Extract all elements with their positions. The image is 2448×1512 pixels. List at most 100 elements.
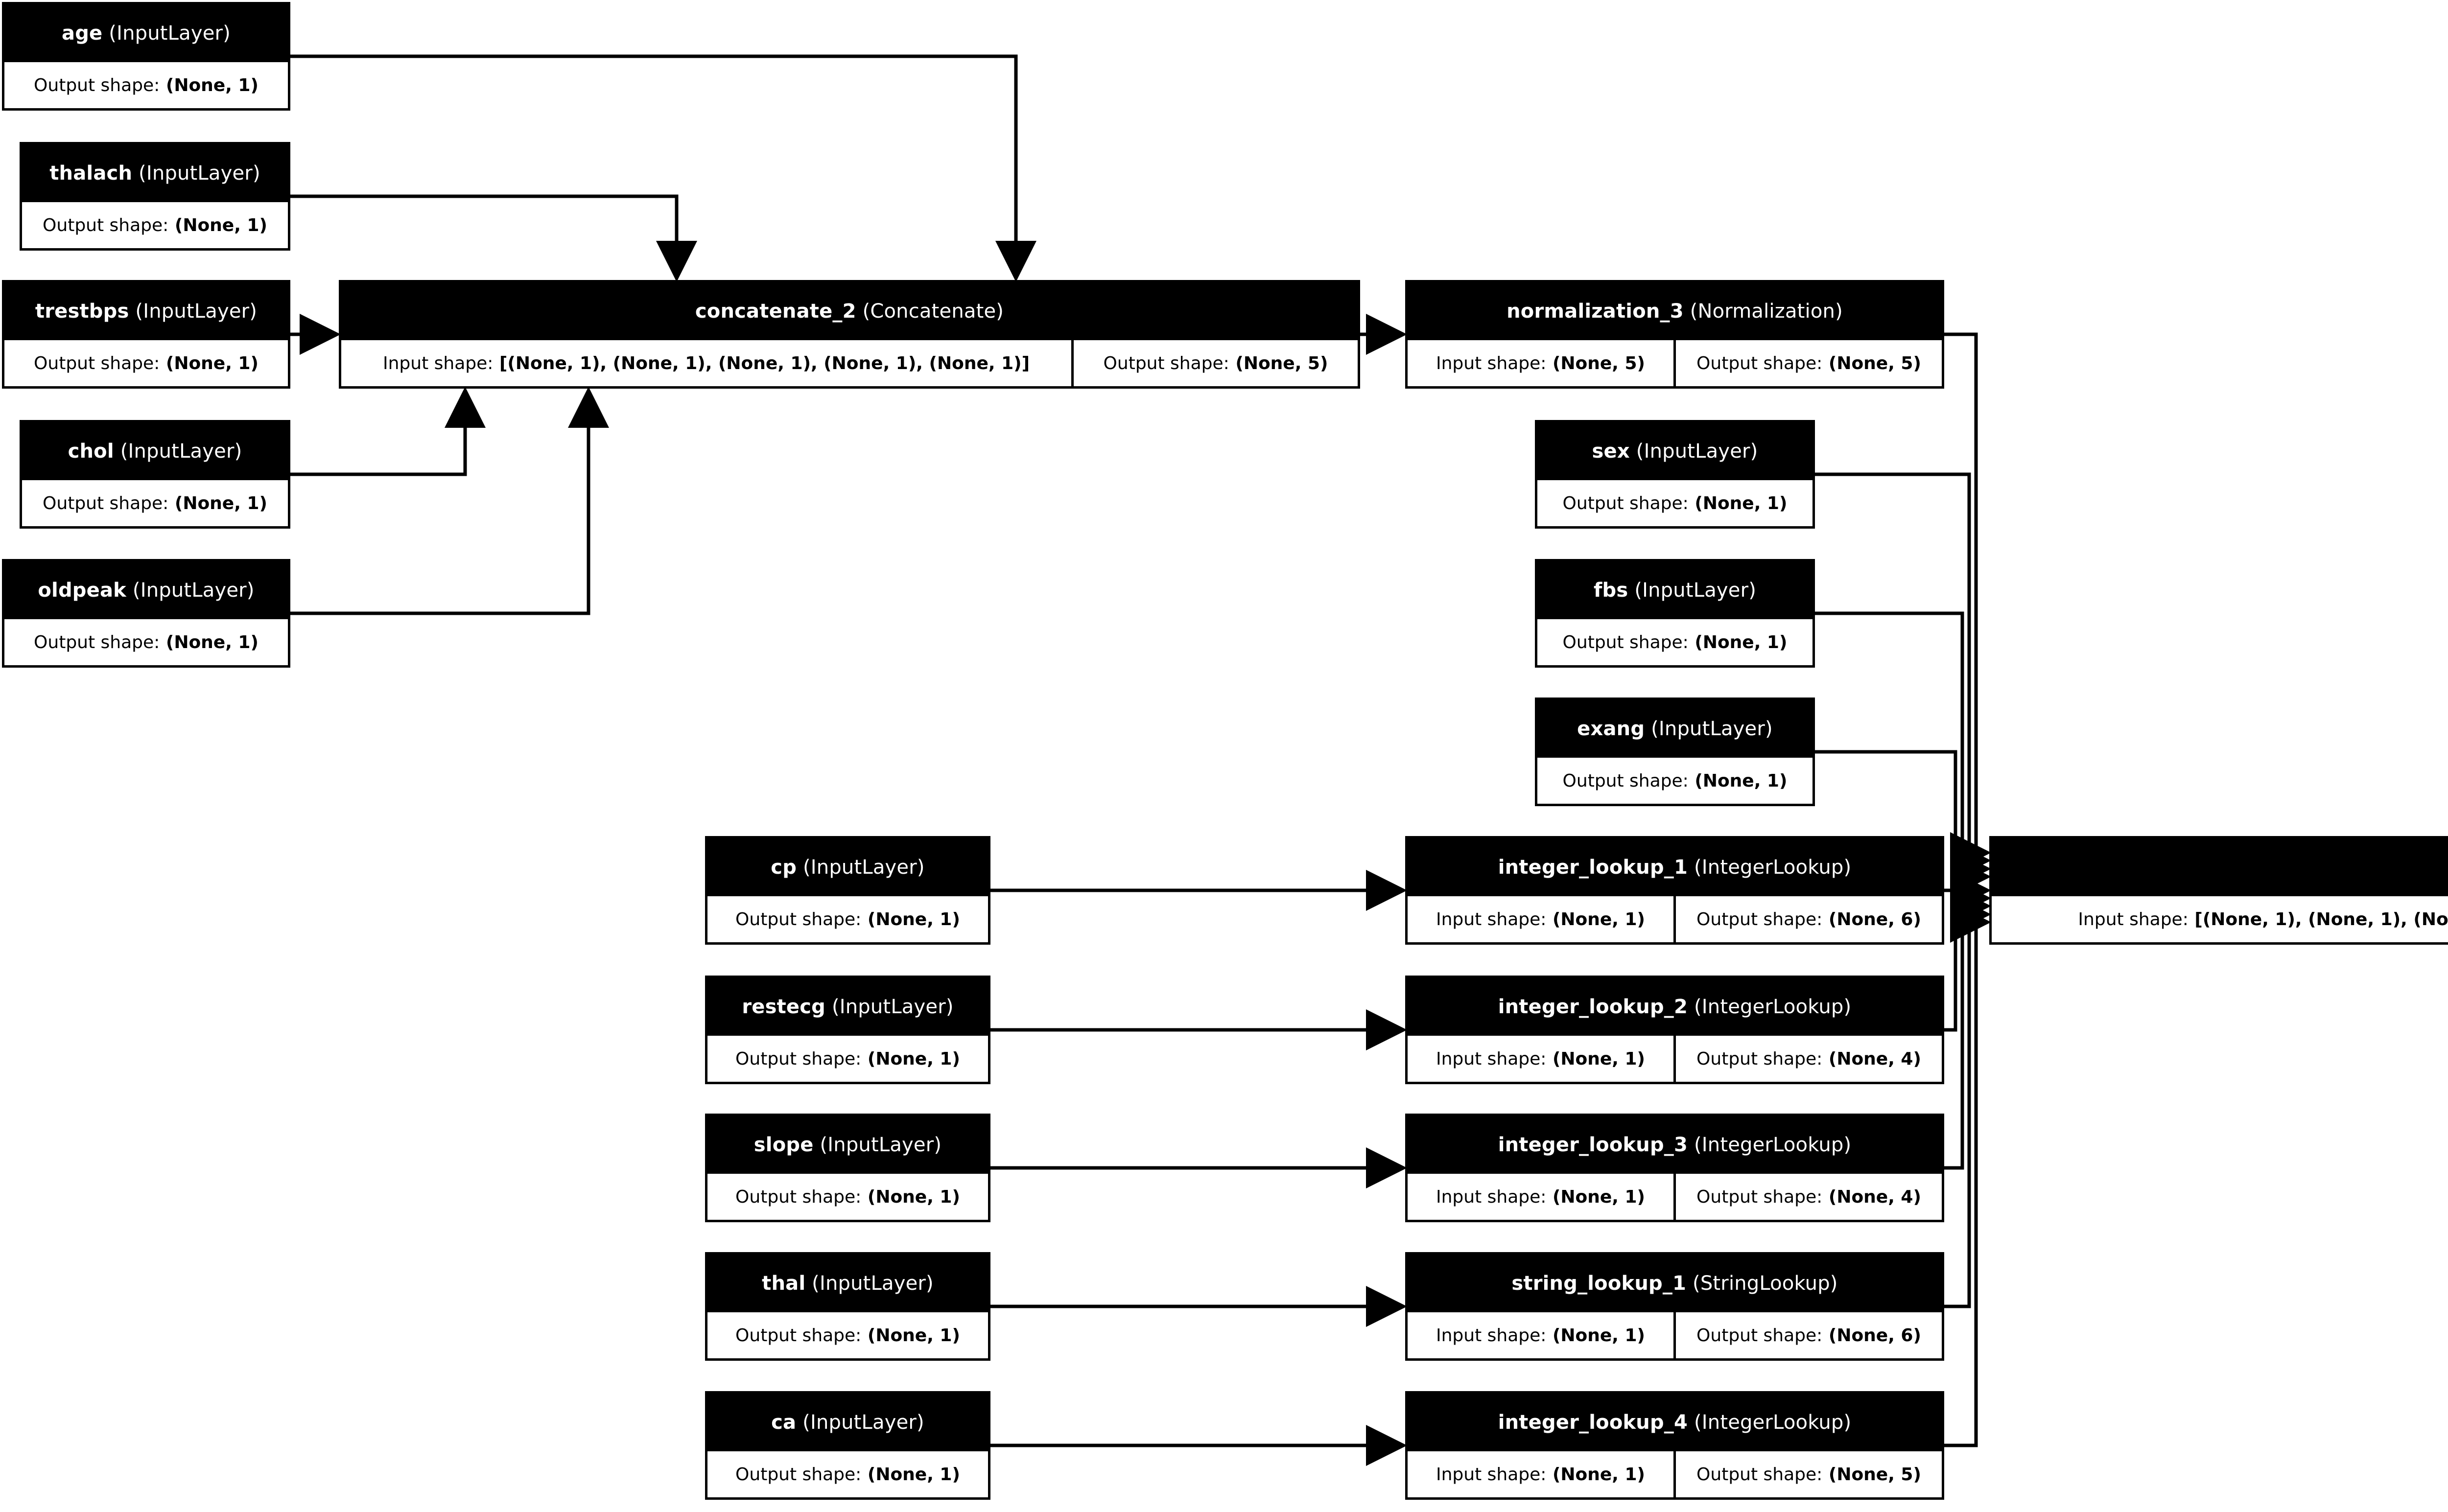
output-shape-value: (None, 1) — [1695, 770, 1788, 791]
node-type-string_lookup_1: (StringLookup) — [1693, 1272, 1838, 1295]
node-normalization_3[interactable]: normalization_3(Normalization)Input shap… — [1405, 280, 1944, 389]
node-name-slope: slope — [753, 1134, 814, 1156]
node-output-shape-chol: Output shape:(None, 1) — [22, 480, 288, 526]
node-title-oldpeak: oldpeak (InputLayer) — [4, 561, 288, 619]
edge-oldpeak-concatenate_2 — [290, 387, 609, 615]
output-shape-label: Output shape: — [1696, 1464, 1823, 1485]
output-shape-label: Output shape: — [34, 75, 160, 95]
output-shape-value: (None, 1) — [1695, 632, 1788, 652]
output-shape-label: Output shape: — [43, 215, 169, 235]
node-sex[interactable]: sex(InputLayer)Output shape:(None, 1) — [1535, 420, 1815, 529]
node-title-concatenate_3: concatenate_3(Concatenate) — [1992, 838, 2448, 896]
node-concatenate_2[interactable]: concatenate_2 (Concatenate) Input shape:[(… — [339, 280, 1360, 389]
node-integer_lookup_2[interactable]: integer_lookup_2(IntegerLookup)Input sha… — [1405, 976, 1944, 1084]
node-title-integer_lookup_2: integer_lookup_2(IntegerLookup) — [1408, 978, 1942, 1036]
node-restecg[interactable]: restecg(InputLayer) Output shape:(None, 1… — [705, 976, 990, 1084]
node-output-shape-concatenate_2: Output shape: (None, 5) — [1074, 340, 1358, 386]
node-name-oldpeak: oldpeak — [38, 579, 126, 602]
node-shapes-integer_lookup_4: Input shape:(None, 1)Output shape:(None,… — [1408, 1451, 1942, 1497]
input-shape-label: Input shape: — [1436, 353, 1547, 373]
node-shapes-integer_lookup_3: Input shape:(None, 1)Output shape:(None,… — [1408, 1174, 1942, 1220]
output-shape-label: Output shape: — [1696, 1186, 1823, 1207]
node-output-shape-oldpeak: Output shape:(None, 1) — [4, 619, 288, 665]
node-output-shape-thal: Output shape:(None, 1) — [707, 1312, 988, 1358]
edge-integer_lookup_3-concatenate_3 — [1944, 885, 1991, 1170]
node-integer_lookup_1[interactable]: integer_lookup_1(IntegerLookup)Input sha… — [1405, 836, 1944, 945]
node-output-shape-normalization_3: Output shape:(None, 5) — [1676, 340, 1942, 386]
node-name-integer_lookup_4: integer_lookup_4 — [1498, 1411, 1688, 1434]
input-shape-value: (None, 1) — [1552, 909, 1646, 930]
node-thal[interactable]: thal (InputLayer) Output shape:(None, 1) — [705, 1252, 990, 1361]
node-fbs[interactable]: fbs(InputLayer)Output shape:(None, 1) — [1535, 559, 1815, 668]
node-type-ca: (InputLayer) — [802, 1411, 924, 1434]
node-name-chol: chol — [68, 440, 114, 463]
node-shapes-sex: Output shape:(None, 1) — [1537, 480, 1812, 526]
node-name-concatenate_2: concatenate_2 — [695, 300, 856, 323]
node-name-thal: thal — [762, 1272, 806, 1295]
node-thalach[interactable]: thalach(InputLayer)Output shape:(None, 1… — [20, 142, 290, 251]
input-shape-label: Input shape: — [1436, 1048, 1547, 1069]
node-name-restecg: restecg — [742, 996, 826, 1018]
node-type-thal: (InputLayer) — [812, 1272, 934, 1295]
input-shape-value: (None, 1) — [1552, 1186, 1646, 1207]
output-shape-label: Output shape: — [735, 909, 862, 930]
node-string_lookup_1[interactable]: string_lookup_1(StringLookup)Input shape… — [1405, 1252, 1944, 1361]
node-input-shape-concatenate_2: Input shape:[(None, 1), (None, 1), (None… — [341, 340, 1071, 386]
node-shapes-oldpeak: Output shape:(None, 1) — [4, 619, 288, 665]
node-type-integer_lookup_1: (IntegerLookup) — [1694, 856, 1852, 879]
node-output-shape-integer_lookup_1: Output shape:(None, 6) — [1676, 896, 1942, 942]
node-shapes-integer_lookup_1: Input shape:(None, 1)Output shape:(None,… — [1408, 896, 1942, 942]
node-output-shape-cp: Output shape:(None, 1) — [707, 896, 988, 942]
node-cp[interactable]: cp(InputLayer)Output shape:(None, 1) — [705, 836, 990, 945]
node-output-shape-restecg: Output shape:(None, 1) — [707, 1036, 988, 1082]
node-ca[interactable]: ca(InputLayer)Output shape:(None, 1) — [705, 1391, 990, 1500]
node-exang[interactable]: exang (InputLayer) Output shape: (None, 1) — [1535, 698, 1815, 806]
node-type-restecg: (InputLayer) — [831, 996, 954, 1018]
node-type-oldpeak: (InputLayer) — [132, 579, 255, 602]
input-shape-value: (None, 1) — [1552, 1325, 1646, 1346]
node-slope[interactable]: slope(InputLayer)Output shape:(None, 1) — [705, 1114, 990, 1222]
node-chol[interactable]: chol(InputLayer)Output shape:(None, 1) — [20, 420, 290, 529]
node-shapes-exang: Output shape: (None, 1) — [1537, 758, 1812, 804]
node-age[interactable]: age(InputLayer)Output shape:(None, 1) — [2, 2, 290, 111]
node-name-exang: exang — [1577, 718, 1645, 740]
output-shape-label: Output shape: — [1696, 353, 1823, 373]
output-shape-label: Output shape: — [43, 493, 169, 513]
node-title-integer_lookup_3: integer_lookup_3(IntegerLookup) — [1408, 1116, 1942, 1174]
output-shape-value: (None, 5) — [1828, 353, 1921, 373]
output-shape-value: (None, 1) — [867, 1325, 960, 1346]
node-title-thal: thal (InputLayer) — [707, 1255, 988, 1312]
output-shape-label: Output shape: — [34, 353, 160, 373]
node-oldpeak[interactable]: oldpeak (InputLayer) Output shape:(None, 1… — [2, 559, 290, 668]
node-input-shape-integer_lookup_1: Input shape:(None, 1) — [1408, 896, 1673, 942]
node-type-exang: (InputLayer) — [1651, 718, 1773, 740]
node-concatenate_3[interactable]: concatenate_3(Concatenate)Input shape:[(… — [1989, 836, 2448, 945]
output-shape-label: Output shape: — [1562, 770, 1689, 791]
node-input-shape-integer_lookup_2: Input shape:(None, 1) — [1408, 1036, 1673, 1082]
node-trestbps[interactable]: trestbps(InputLayer) Output shape:(None, … — [2, 280, 290, 389]
node-integer_lookup_4[interactable]: integer_lookup_4 (IntegerLookup) Input sha… — [1405, 1391, 1944, 1500]
node-title-ca: ca(InputLayer) — [707, 1394, 988, 1451]
node-title-trestbps: trestbps(InputLayer) — [4, 282, 288, 340]
node-type-integer_lookup_3: (IntegerLookup) — [1694, 1134, 1852, 1156]
output-shape-value: (None, 1) — [165, 353, 259, 373]
output-shape-label: Output shape: — [1103, 353, 1229, 373]
node-shapes-string_lookup_1: Input shape:(None, 1)Output shape:(None,… — [1408, 1312, 1942, 1358]
node-name-age: age — [62, 22, 103, 45]
input-shape-label: Input shape: — [1436, 909, 1547, 930]
node-title-chol: chol(InputLayer) — [22, 422, 288, 480]
output-shape-value: (None, 1) — [1695, 493, 1788, 513]
edge-normalization_3-concatenate_3 — [1944, 332, 1991, 897]
edge-string_lookup_1-concatenate_3 — [1944, 894, 1991, 1308]
node-output-shape-ca: Output shape:(None, 1) — [707, 1451, 988, 1497]
node-type-integer_lookup_4: (IntegerLookup) — [1694, 1411, 1852, 1434]
output-shape-value: (None, 5) — [1235, 353, 1328, 373]
node-output-shape-fbs: Output shape:(None, 1) — [1537, 619, 1812, 665]
node-input-shape-string_lookup_1: Input shape:(None, 1) — [1408, 1312, 1673, 1358]
node-integer_lookup_3[interactable]: integer_lookup_3(IntegerLookup)Input sha… — [1405, 1114, 1944, 1222]
node-input-shape-integer_lookup_4: Input shape:(None, 1) — [1408, 1451, 1673, 1497]
node-type-concatenate_2: (Concatenate) — [862, 300, 1004, 323]
node-name-fbs: fbs — [1593, 579, 1628, 602]
node-title-integer_lookup_1: integer_lookup_1(IntegerLookup) — [1408, 838, 1942, 896]
